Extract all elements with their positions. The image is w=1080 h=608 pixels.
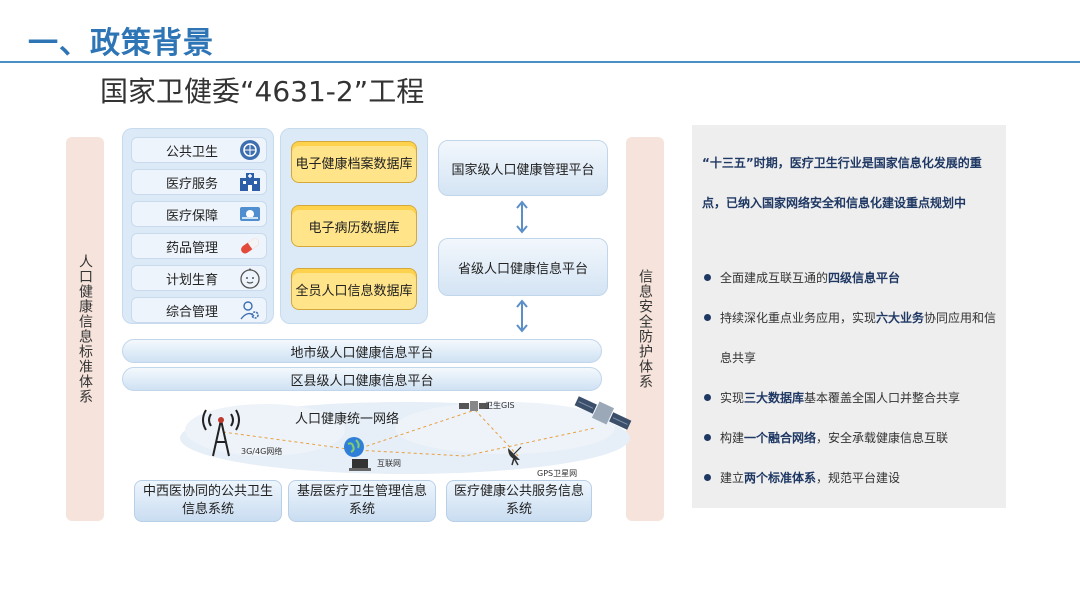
system-line: 医疗健康公共服务信息	[453, 484, 584, 499]
item-text: 协同应用和信息共享	[720, 311, 997, 365]
system-line: 系统	[348, 502, 375, 517]
county-platform-bar: 区县级人口健康信息平台	[122, 367, 602, 391]
business-item-medical-insurance: 医疗保障	[131, 201, 267, 227]
database-panel: 电子健康档案数据库 电子病历数据库 全员人口信息数据库	[280, 128, 428, 324]
item-highlight: 两个标准体系	[744, 471, 817, 485]
network-cloud: 人口健康统一网络 3G/4G网络 互联网 卫生GIS GPS卫星网	[175, 398, 635, 480]
system-line: 基层医疗卫生管理信息	[296, 484, 427, 499]
business-item-label: 综合管理	[166, 304, 219, 320]
system-line: 信息系统	[181, 502, 234, 517]
business-item-medical-service: 医疗服务	[131, 169, 267, 195]
cell-tower-icon	[201, 408, 241, 462]
user-gear-icon	[238, 299, 262, 321]
bullet-icon	[704, 274, 711, 281]
system-line: 系统	[505, 502, 532, 517]
gps-label: GPS卫星网	[537, 469, 578, 478]
item-text: 实现	[720, 391, 745, 405]
item-text: ，安全承载健康信息互联	[816, 431, 949, 445]
business-item-drug-management: 药品管理	[131, 233, 267, 259]
system-box-public-health: 中西医协同的公共卫生信息系统	[134, 480, 282, 522]
standard-system-bar: 人口健康信息标准体系	[66, 137, 104, 521]
network-title: 人口健康统一网络	[295, 412, 400, 427]
updown-arrow-icon	[515, 200, 529, 237]
item-text: 构建	[720, 431, 745, 445]
database-emr: 电子病历数据库	[291, 205, 417, 247]
globe-icon	[343, 436, 365, 462]
title-divider	[0, 61, 1080, 63]
insurance-card-icon	[238, 203, 262, 225]
business-item-label: 医疗服务	[166, 176, 219, 192]
slide-title: 一、政策背景	[28, 26, 214, 61]
business-item-family-planning: 计划生育	[131, 265, 267, 291]
business-item-label: 计划生育	[166, 272, 219, 288]
system-box-public-service: 医疗健康公共服务信息系统	[446, 480, 592, 522]
national-platform: 国家级人口健康管理平台	[438, 140, 608, 196]
database-ehr: 电子健康档案数据库	[291, 141, 417, 183]
item-highlight: 一个融合网络	[744, 431, 817, 445]
info-item: 实现三大数据库基本覆盖全国人口并整合共享	[702, 378, 1002, 418]
item-text: 持续深化重点业务应用，实现	[720, 311, 877, 325]
provincial-platform: 省级人口健康信息平台	[438, 238, 608, 296]
item-highlight: 三大数据库	[744, 391, 805, 405]
info-panel: “十三五”时期，医疗卫生行业是国家信息化发展的重点，已纳入国家网络安全和信息化建…	[692, 125, 1006, 508]
satellite-icon	[574, 392, 632, 438]
bullet-icon	[704, 474, 711, 481]
database-population: 全员人口信息数据库	[291, 268, 417, 310]
internet-label: 互联网	[377, 459, 401, 468]
bullet-icon	[704, 434, 711, 441]
mobile-network-label: 3G/4G网络	[241, 447, 283, 456]
business-item-public-health: 公共卫生	[131, 137, 267, 163]
item-text: 基本覆盖全国人口并整合共享	[804, 391, 961, 405]
item-highlight: 四级信息平台	[828, 271, 901, 285]
info-item: 构建一个融合网络，安全承载健康信息互联	[702, 418, 1002, 458]
city-platform-bar: 地市级人口健康信息平台	[122, 339, 602, 363]
baby-face-icon	[238, 267, 262, 289]
system-box-primary-care: 基层医疗卫生管理信息系统	[288, 480, 436, 522]
system-line: 中西医协同的公共卫生	[142, 484, 273, 499]
info-item: 建立两个标准体系，规范平台建设	[702, 458, 1002, 498]
bullet-icon	[704, 314, 711, 321]
hospital-icon	[238, 171, 262, 193]
item-text: ，规范平台建设	[816, 471, 901, 485]
pill-icon	[238, 235, 262, 257]
bullet-icon	[704, 394, 711, 401]
business-item-label: 医疗保障	[166, 208, 219, 224]
item-text: 建立	[720, 471, 745, 485]
info-item: 全面建成互联互通的四级信息平台	[702, 258, 1002, 298]
info-item: 持续深化重点业务应用，实现六大业务协同应用和信息共享	[702, 298, 1002, 378]
satellite-dish-icon	[505, 444, 527, 470]
updown-arrow-icon	[515, 299, 529, 336]
emblem-icon	[238, 139, 262, 161]
gis-label: 卫生GIS	[485, 401, 515, 410]
laptop-icon	[349, 456, 371, 475]
business-item-label: 公共卫生	[166, 144, 219, 160]
business-panel: 公共卫生 医疗服务 医疗保障 药品管理 计划生育 综合管理	[122, 128, 274, 324]
business-item-label: 药品管理	[166, 240, 219, 256]
slide-subtitle: 国家卫健委“4631-2”工程	[100, 75, 425, 108]
satellite-small-icon	[459, 398, 489, 418]
info-intro: “十三五”时期，医疗卫生行业是国家信息化发展的重点，已纳入国家网络安全和信息化建…	[702, 156, 982, 210]
item-text: 全面建成互联互通的	[720, 271, 829, 285]
business-item-integrated-management: 综合管理	[131, 297, 267, 323]
security-system-bar: 信息安全防护体系	[626, 137, 664, 521]
item-highlight: 六大业务	[876, 311, 925, 325]
